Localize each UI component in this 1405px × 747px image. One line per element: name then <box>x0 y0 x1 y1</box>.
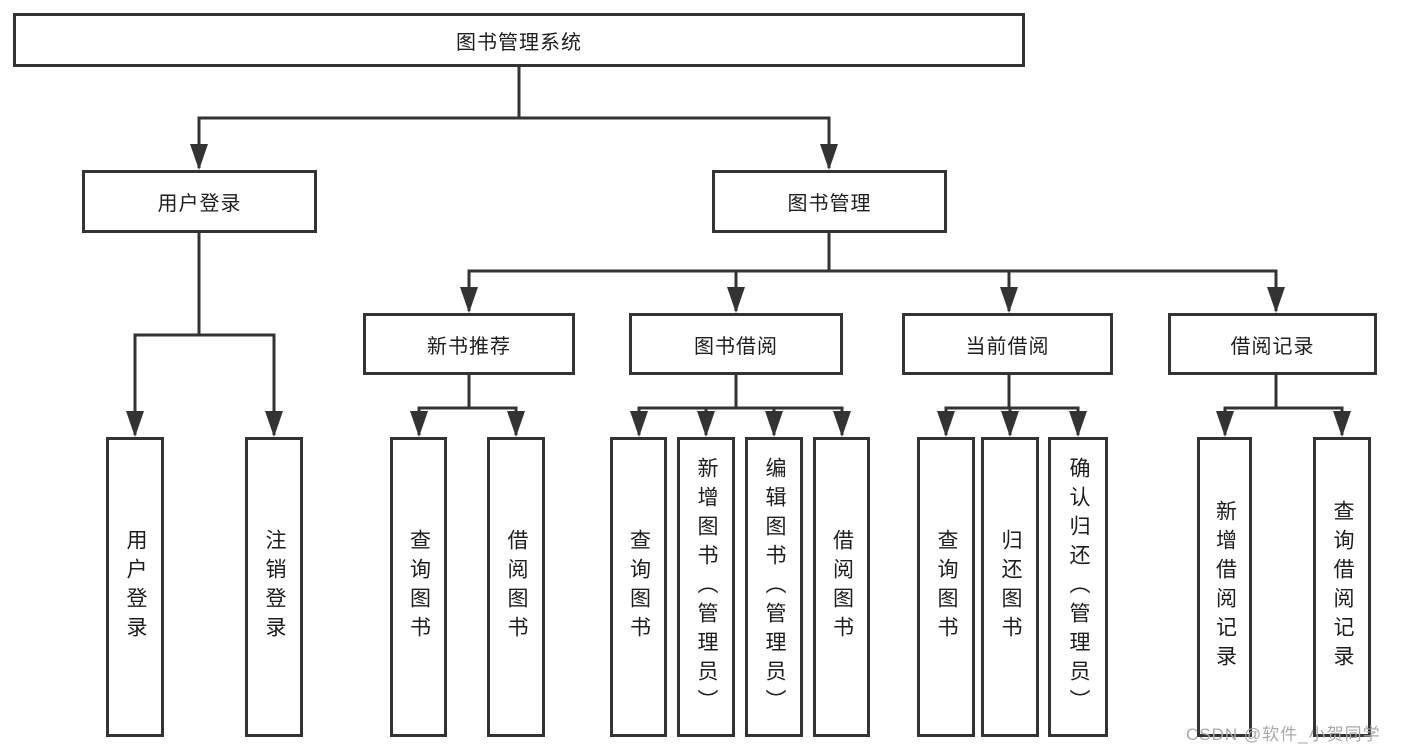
node-leaf-confirm-return-admin-label: 确认归还（管理员） <box>1067 456 1090 718</box>
node-current-borrowing-label: 当前借阅 <box>965 335 1050 358</box>
node-leaf-current-query-books-label: 查询图书 <box>935 529 958 645</box>
node-leaf-logout-label: 注销登录 <box>263 529 286 645</box>
node-leaf-add-books-admin-label: 新增图书（管理员） <box>695 456 718 718</box>
node-user-login-module: 用户登录 <box>82 170 317 233</box>
node-leaf-borrow-query-books-label: 查询图书 <box>627 529 651 645</box>
node-book-borrowing-label: 图书借阅 <box>694 335 778 358</box>
node-book-management-module: 图书管理 <box>712 170 947 233</box>
node-leaf-newbook-query-books-label: 查询图书 <box>407 529 431 645</box>
node-leaf-return-books-label: 归还图书 <box>999 529 1022 645</box>
node-leaf-current-query-books: 查询图书 <box>917 437 975 737</box>
node-leaf-borrow-borrow-books-label: 借阅图书 <box>830 529 854 645</box>
node-leaf-borrow-borrow-books: 借阅图书 <box>813 437 870 737</box>
node-leaf-return-books: 归还图书 <box>981 437 1039 737</box>
node-book-borrowing: 图书借阅 <box>629 313 843 375</box>
watermark: CSDN @软件_小贺同学 <box>1186 725 1381 744</box>
node-current-borrowing: 当前借阅 <box>902 313 1113 375</box>
node-leaf-newbook-query-books: 查询图书 <box>390 437 447 737</box>
node-new-book-recommend: 新书推荐 <box>363 313 575 375</box>
node-leaf-user-login: 用户登录 <box>106 437 164 737</box>
node-root-system: 图书管理系统 <box>13 13 1025 67</box>
node-root-system-label: 图书管理系统 <box>456 31 582 54</box>
node-leaf-newbook-borrow-books-label: 借阅图书 <box>505 529 528 645</box>
node-leaf-add-books-admin: 新增图书（管理员） <box>677 437 735 737</box>
node-borrowing-records: 借阅记录 <box>1168 313 1377 375</box>
node-new-book-recommend-label: 新书推荐 <box>427 335 511 358</box>
node-leaf-newbook-borrow-books: 借阅图书 <box>487 437 545 737</box>
node-leaf-query-borrow-record-label: 查询借阅记录 <box>1331 500 1354 674</box>
node-leaf-edit-books-admin-label: 编辑图书（管理员） <box>763 456 786 718</box>
node-leaf-add-borrow-record: 新增借阅记录 <box>1197 437 1252 737</box>
node-user-login-module-label: 用户登录 <box>157 193 242 215</box>
node-book-management-module-label: 图书管理 <box>787 193 872 215</box>
node-leaf-logout: 注销登录 <box>245 437 303 737</box>
node-leaf-add-borrow-record-label: 新增借阅记录 <box>1213 500 1237 674</box>
node-leaf-query-borrow-record: 查询借阅记录 <box>1313 437 1371 737</box>
node-leaf-confirm-return-admin: 确认归还（管理员） <box>1048 437 1108 737</box>
node-leaf-borrow-query-books: 查询图书 <box>610 437 667 737</box>
node-borrowing-records-label: 借阅记录 <box>1230 335 1315 358</box>
node-leaf-edit-books-admin: 编辑图书（管理员） <box>745 437 803 737</box>
node-leaf-user-login-label: 用户登录 <box>124 529 147 645</box>
